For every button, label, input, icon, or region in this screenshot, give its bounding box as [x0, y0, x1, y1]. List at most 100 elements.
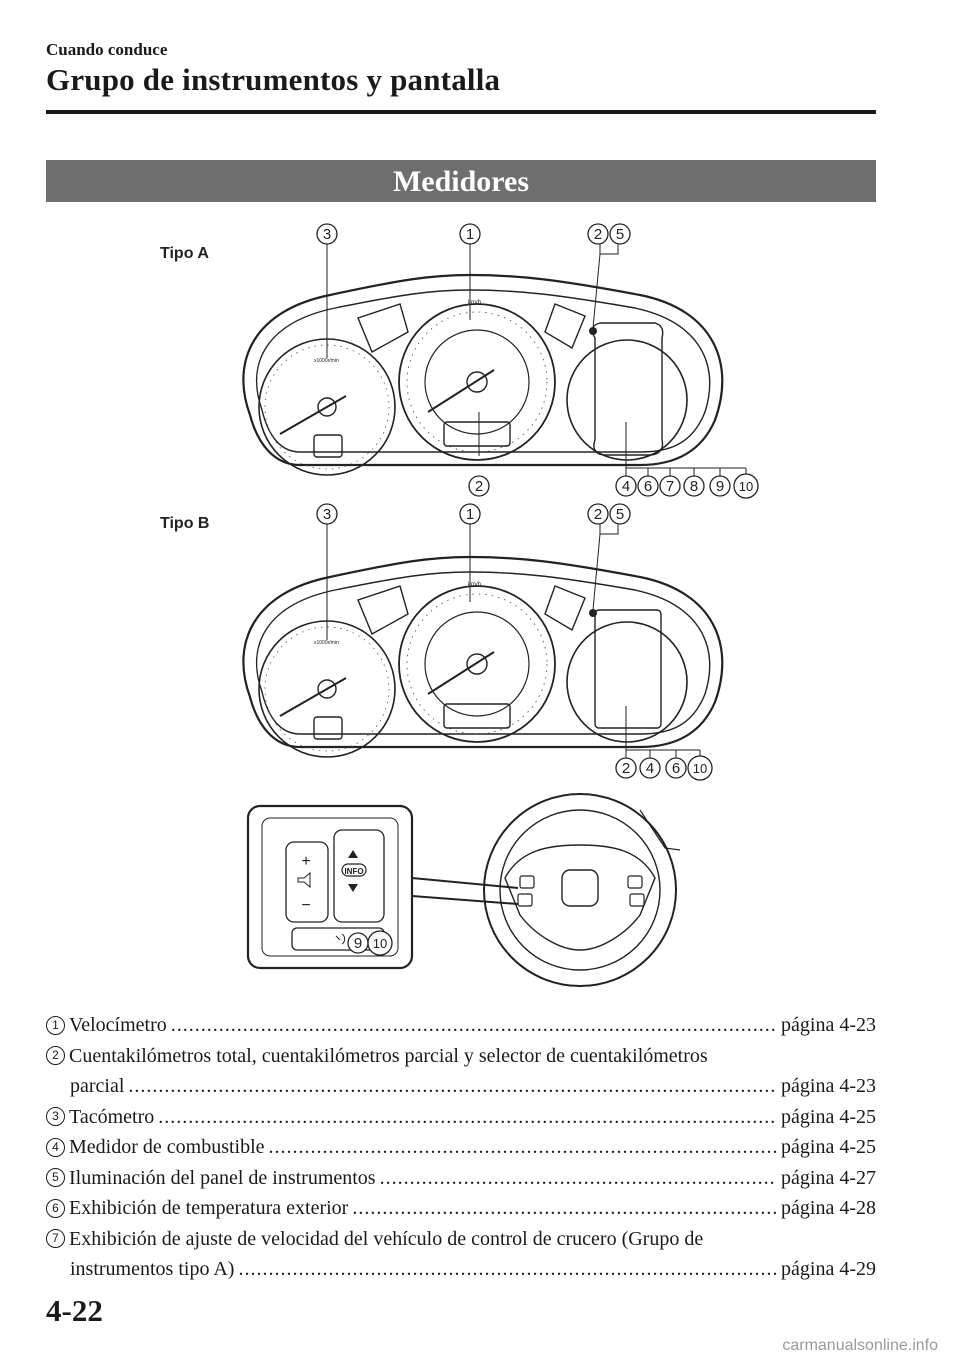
- index-number: 4: [46, 1137, 65, 1157]
- index-item-4[interactable]: 4 Medidor de combustible ...............…: [46, 1132, 876, 1163]
- watermark: carmanualsonline.info: [782, 1337, 938, 1354]
- svg-text:7: 7: [666, 478, 674, 495]
- index-number: 2: [46, 1046, 65, 1065]
- index-number: 6: [46, 1198, 65, 1218]
- chapter-title: Grupo de instrumentos y pantalla: [46, 62, 501, 97]
- callout-9-a: 9: [709, 475, 731, 497]
- section-label: Cuando conduce: [46, 40, 168, 59]
- dot-leader: ........................................…: [268, 1136, 777, 1158]
- index-page: página 4-28: [781, 1197, 876, 1219]
- index-number: 5: [46, 1168, 65, 1187]
- svg-text:4: 4: [646, 760, 654, 777]
- callout-4-b: 4: [639, 757, 661, 779]
- callout-8-a: 8: [683, 475, 705, 497]
- svg-text:6: 6: [644, 478, 652, 495]
- callout-1-a: 1: [459, 223, 481, 245]
- index-label: Tacómetro: [69, 1105, 155, 1128]
- index-label: Exhibición de temperatura exterior: [69, 1197, 349, 1219]
- callout-5-a: 5: [609, 223, 631, 245]
- index-item-2-cont[interactable]: parcial ................................…: [46, 1071, 876, 1102]
- callout-6-a: 6: [637, 475, 659, 497]
- index-list: 1 Velocímetro ..........................…: [46, 1010, 876, 1285]
- index-page: página 4-27: [781, 1166, 876, 1189]
- callout-10-b: 10: [687, 755, 713, 781]
- index-item-7-cont[interactable]: instrumentos tipo A) ...................…: [46, 1254, 876, 1285]
- index-label-cont: parcial: [70, 1075, 125, 1097]
- index-item-7[interactable]: 7 Exhibición de ajuste de velocidad del …: [46, 1224, 876, 1255]
- callout-2-b: 2: [587, 503, 609, 525]
- index-label: Velocímetro: [69, 1014, 167, 1036]
- cluster-type-b: km/h x1000r/min: [242, 555, 724, 759]
- type-b-label: Tipo B: [160, 515, 209, 532]
- svg-text:2: 2: [594, 506, 602, 523]
- svg-text:10: 10: [373, 936, 387, 951]
- index-label-cont: instrumentos tipo A): [70, 1258, 235, 1280]
- instrument-cluster-figure: Tipo A km/h x1000r/min Tipo B km/h x1000…: [0, 210, 960, 1000]
- index-number: 1: [46, 1015, 65, 1035]
- index-page: página 4-25: [781, 1136, 876, 1158]
- speed-unit: km/h: [468, 582, 481, 588]
- index-item-6[interactable]: 6 Exhibición de temperatura exterior ...…: [46, 1193, 876, 1224]
- callout-10-a: 10: [733, 473, 759, 499]
- dot-leader: ........................................…: [379, 1166, 778, 1189]
- arrow-down-icon: [348, 884, 358, 892]
- arrow-up-icon: [348, 850, 358, 858]
- cluster-diagram: Tipo A km/h x1000r/min Tipo B km/h x1000…: [160, 223, 759, 987]
- index-number: 3: [46, 1107, 65, 1126]
- svg-text:3: 3: [323, 506, 331, 523]
- callout-1-b: 1: [459, 503, 481, 525]
- callout-3-a: 3: [316, 223, 338, 245]
- svg-text:10: 10: [693, 761, 707, 776]
- index-label: Medidor de combustible: [69, 1136, 265, 1158]
- steering-wheel: [483, 793, 681, 987]
- index-item-5[interactable]: 5 Iluminación del panel de instrumentos …: [46, 1163, 876, 1194]
- index-item-3[interactable]: 3 Tacómetro ............................…: [46, 1102, 876, 1133]
- callout-3-b: 3: [316, 503, 338, 525]
- callout-2-b-bottom: 2: [615, 757, 637, 779]
- plus-label: +: [301, 853, 310, 870]
- svg-text:6: 6: [672, 760, 680, 777]
- svg-text:2: 2: [475, 478, 483, 495]
- index-label: Exhibición de ajuste de velocidad del ve…: [69, 1227, 704, 1250]
- dot-leader: ........................................…: [128, 1075, 777, 1097]
- index-item-1[interactable]: 1 Velocímetro ..........................…: [46, 1010, 876, 1041]
- rpm-unit: x1000r/min: [314, 358, 339, 364]
- svg-text:1: 1: [466, 226, 474, 243]
- type-a-label: Tipo A: [160, 245, 209, 262]
- steering-switch-inset: + − INFO 9 10: [246, 804, 414, 970]
- callout-7-a: 7: [659, 475, 681, 497]
- callout-5-b: 5: [609, 503, 631, 525]
- svg-text:8: 8: [690, 478, 698, 495]
- speed-unit: km/h: [468, 300, 481, 306]
- callout-2-a-bottom: 2: [468, 475, 490, 497]
- index-label: Cuentakilómetros total, cuentakilómetros…: [69, 1044, 708, 1067]
- callout-4-a: 4: [615, 475, 637, 497]
- svg-text:9: 9: [354, 935, 362, 952]
- svg-text:3: 3: [323, 226, 331, 243]
- header-rule: [46, 110, 876, 114]
- index-label: Iluminación del panel de instrumentos: [69, 1166, 376, 1189]
- dot-leader: ........................................…: [170, 1014, 777, 1036]
- info-button-label: INFO: [344, 867, 363, 876]
- callout-2-a: 2: [587, 223, 609, 245]
- index-page: página 4-29: [781, 1258, 876, 1280]
- speaker-icon: [297, 871, 311, 889]
- svg-text:4: 4: [622, 478, 630, 495]
- svg-text:1: 1: [466, 506, 474, 523]
- page-number: 4-22: [46, 1293, 103, 1328]
- svg-text:5: 5: [616, 506, 624, 523]
- svg-text:2: 2: [622, 760, 630, 777]
- index-page: página 4-23: [781, 1075, 876, 1097]
- section-banner: Medidores: [46, 160, 876, 202]
- dot-leader: ........................................…: [158, 1105, 778, 1128]
- dot-leader: ........................................…: [352, 1197, 778, 1219]
- callout-6-b: 6: [665, 757, 687, 779]
- svg-text:5: 5: [616, 226, 624, 243]
- svg-text:2: 2: [594, 226, 602, 243]
- index-number: 7: [46, 1229, 65, 1248]
- index-item-2[interactable]: 2 Cuentakilómetros total, cuentakilómetr…: [46, 1041, 876, 1072]
- svg-text:10: 10: [739, 479, 753, 494]
- index-page: página 4-25: [781, 1105, 876, 1128]
- dot-leader: ........................................…: [238, 1258, 777, 1280]
- minus-label: −: [301, 897, 310, 914]
